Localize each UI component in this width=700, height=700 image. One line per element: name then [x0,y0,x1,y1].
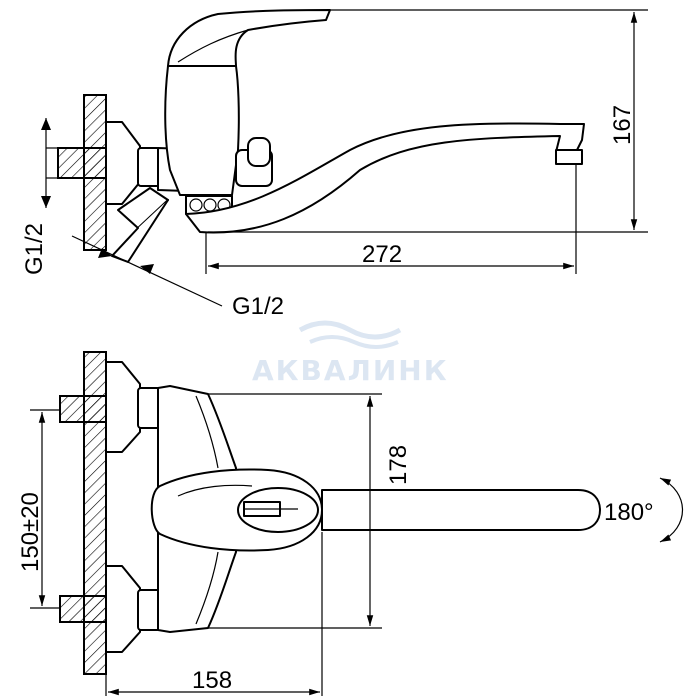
top-view: 178 150±20 158 180° [17,351,683,696]
escutcheon-top [105,121,141,205]
wall-section-bottom [83,351,107,675]
eccentric-lower [137,589,161,631]
dim-label-150: 150±20 [17,492,44,572]
eccentric-upper [137,387,161,429]
side-view: 167 272 G1/2 G1/2 [21,9,648,320]
dim-label-158: 158 [192,667,232,694]
inlet-pipe-upper [59,395,109,423]
watermark-text: АКВАЛИНК [252,354,449,387]
escutcheon-lower [105,565,141,653]
rotation-arrow-icon [659,477,683,543]
spout-plan [321,489,601,531]
inlet-pipe-lower [59,595,109,623]
dim-label-272: 272 [362,241,402,268]
dim-label-g12-vertical: G1/2 [21,223,48,275]
eccentric-top [137,147,161,187]
watermark-logo: АКВАЛИНК [252,320,449,387]
dim-label-167: 167 [609,105,636,145]
lever-handle-top [167,9,331,67]
spout-aerator [555,149,583,165]
dim-label-178: 178 [385,445,412,485]
wave-icon [298,320,402,340]
dim-label-g12-angled: G1/2 [232,293,284,320]
rotation-label: 180° [604,499,654,526]
mixer-body-top [164,65,240,196]
escutcheon-upper [105,361,141,453]
